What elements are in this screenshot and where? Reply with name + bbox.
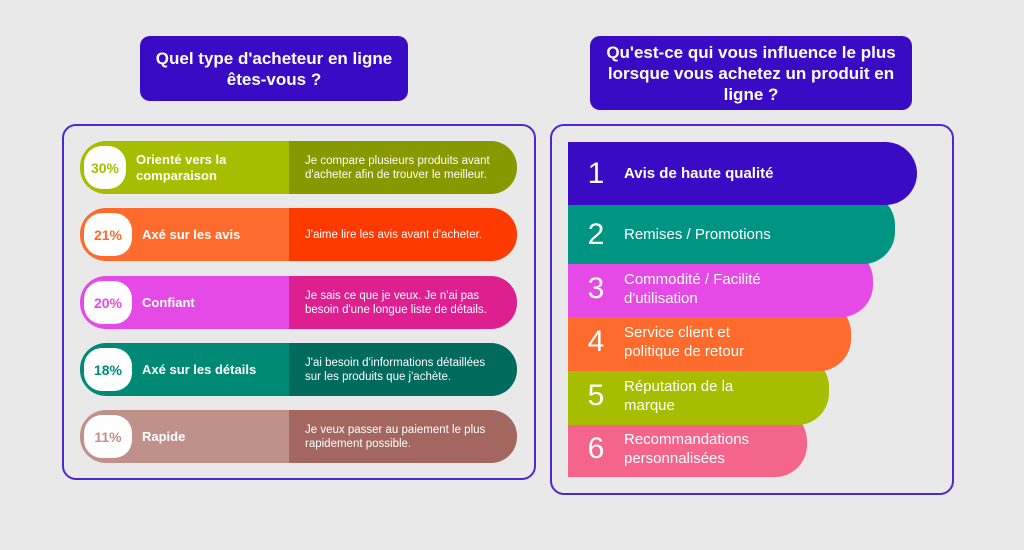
shopper-type-description: J'aime lire les avis avant d'acheter. xyxy=(289,208,517,261)
rank-label: Réputation de la marque xyxy=(624,378,734,414)
rank-label: Commodité / Facilité d'utilisation xyxy=(624,270,761,307)
shopper-type-row: 20% Confiant Je sais ce que je veux. Je n'… xyxy=(80,276,517,329)
percentage-badge: 30% xyxy=(84,146,126,189)
influence-rank-bar: 1 Avis de haute qualité xyxy=(568,142,917,205)
rank-label: Avis de haute qualité xyxy=(624,165,774,182)
left-title: Quel type d'acheteur en ligne êtes-vous … xyxy=(140,36,408,101)
shopper-type-label: Rapide xyxy=(142,428,186,444)
rank-number: 1 xyxy=(587,156,605,190)
rank-label: Recommandations personnalisées xyxy=(624,431,750,467)
shopper-type-row: 18% Axé sur les détails J'ai besoin d'info… xyxy=(80,343,517,396)
right-title-text: Qu'est-ce qui vous influence le plus lor… xyxy=(606,42,896,104)
shopper-type-label-section: 11% Rapide xyxy=(80,410,289,463)
shopper-type-description: J'ai besoin d'informations détaillées su… xyxy=(289,343,517,396)
rank-number: 6 xyxy=(587,432,605,465)
shopper-type-label: Confiant xyxy=(142,294,195,310)
shopper-type-description: Je sais ce que je veux. Je n'ai pas beso… xyxy=(289,276,517,329)
shopper-type-label-section: 21% Axé sur les avis xyxy=(80,208,289,261)
shopper-type-description: Je veux passer au paiement le plus rapid… xyxy=(289,410,517,463)
shopper-type-label-section: 18% Axé sur les détails xyxy=(80,343,289,396)
rank-number: 2 xyxy=(587,217,605,251)
right-title: Qu'est-ce qui vous influence le plus lor… xyxy=(590,36,912,110)
percentage-badge: 11% xyxy=(84,415,132,458)
shopper-type-label: Orienté vers la comparaison xyxy=(136,151,227,183)
rank-number: 4 xyxy=(587,325,605,358)
shopper-types-panel: 30% Orienté vers la comparaison Je compare… xyxy=(62,124,536,480)
shopper-type-label: Axé sur les avis xyxy=(142,226,241,242)
percentage-badge: 20% xyxy=(84,281,132,324)
rank-label: Service client et politique de retour xyxy=(624,324,745,360)
shopper-type-label-section: 20% Confiant xyxy=(80,276,289,329)
rank-number: 3 xyxy=(587,271,605,305)
percentage-badge: 21% xyxy=(84,213,132,256)
left-title-text: Quel type d'acheteur en ligne êtes-vous … xyxy=(155,48,393,89)
rank-label: Remises / Promotions xyxy=(624,226,771,243)
percentage-badge: 18% xyxy=(84,348,132,391)
shopper-type-row: 30% Orienté vers la comparaison Je compare… xyxy=(80,141,517,194)
influence-ranking-panel: 1 Avis de haute qualité 2 Remises / Promoti… xyxy=(550,124,954,495)
rank-number: 5 xyxy=(587,379,605,412)
shopper-type-row: 11% Rapide Je veux passer au paiement le p… xyxy=(80,410,517,463)
shopper-type-row: 21% Axé sur les avis J'aime lire les avis … xyxy=(80,208,517,261)
shopper-type-description: Je compare plusieurs produits avant d'ac… xyxy=(289,141,517,194)
shopper-type-label-section: 30% Orienté vers la comparaison xyxy=(80,141,289,194)
shopper-type-label: Axé sur les détails xyxy=(142,361,257,377)
